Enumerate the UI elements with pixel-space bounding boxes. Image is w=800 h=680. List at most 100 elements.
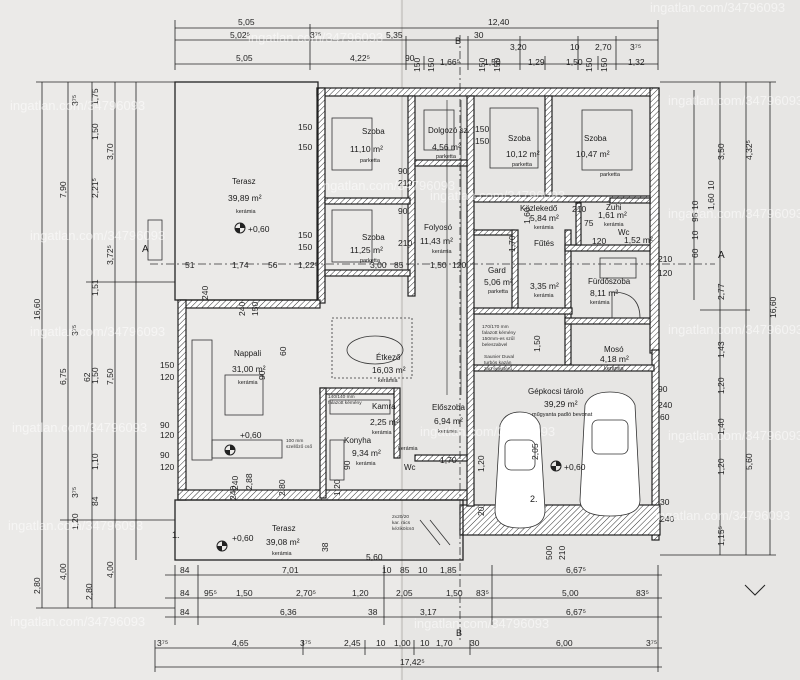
dim-label: 90 [405,53,415,63]
room-name: Kamra [372,402,396,411]
section-markers: A A B B 1. 2. [142,36,766,638]
opening-dim-label: 5,60 [366,552,383,562]
watermark: ingatlan.com/34796093 [30,228,165,243]
opening-dim-label: 90 [342,460,352,470]
dim-label: 1,50 [236,588,253,598]
dim-label: 3⁷⁵ [630,42,641,52]
opening-dim-label: 90 [160,420,170,430]
left-dimensions [36,81,175,609]
dim-label: 17,42⁵ [400,657,425,667]
note-line: falazott kémény [328,400,362,406]
dim-label: 2,70⁵ [296,588,316,598]
dim-label: 3,70 [105,143,115,160]
room-area: 10,47 m² [576,149,610,159]
sink [599,257,637,279]
opening-dim-label: 240 [200,286,210,300]
dim-label: 1,85 [440,565,457,575]
opening-dim-label: 51 [185,260,195,270]
wall [609,197,651,204]
section-label: A [718,250,725,261]
wall [651,349,660,541]
opening-dim-label: 240 [660,514,674,524]
dim-label: 5,35 [386,30,403,40]
note-line: 150mm-es szűl [482,336,515,342]
dim-label: 1,70 [436,638,453,648]
room-material: parketta [600,172,621,178]
opening-dim-label: 60 [278,346,288,356]
level-text: +0,60 [248,224,270,234]
opening-dim-label: 150 [160,360,174,370]
wall [393,387,401,459]
opening-dim-label: 56 [268,260,278,270]
opening-dim-label: 3,00 [370,260,387,270]
room-area: 5,06 m² [484,277,513,287]
dim-label: 60 [690,248,700,258]
dim-label: 1,20 [352,588,369,598]
terrace-steps [147,219,163,261]
dim-label: 38 [368,607,378,617]
dim-label: 6,75 [58,368,68,385]
dim-label: 84 [180,588,190,598]
dim-label: 10 [418,565,428,575]
room-area: 1,52 m² [624,235,653,245]
opening-dim-label: 90 [257,370,267,380]
opening-dim-label: 120 [452,260,466,270]
furniture [147,107,641,546]
room-area: 39,89 m² [228,193,262,203]
section-lines [150,35,715,640]
dim-label: 1,20 [716,458,726,475]
dim-label: 3,20 [510,42,527,52]
room-material: kerámia [604,222,625,228]
car-right [579,391,641,517]
section-label: A [142,244,149,255]
dim-label: 4,22⁵ [350,53,370,63]
dim-label: 10 [570,42,580,52]
dim-label: 5,00 [562,588,579,598]
opening-dim-label: 150 [475,124,489,134]
note-line: zárt égéstérű [484,366,512,372]
opening-dim-label: 150 [298,242,312,252]
annotations: 170/170 mm falazott kémény 150mm-es szűl… [286,324,516,532]
opening-dim-label: 20 [476,506,486,516]
room-area: 3,35 m² [530,281,559,291]
opening-dim-label: 150 [298,230,312,240]
dim-label: 1,32 [628,57,645,67]
walls [174,81,661,561]
room-material: parketta [360,258,381,264]
dim-label: 10 [382,565,392,575]
opening-dim-label: 150 [426,58,436,72]
dim-label: 6,00 [556,638,573,648]
opening-dim-label: 90 [398,166,408,176]
opening-dim-label: 240 [237,302,247,316]
room-area: 9,34 m² [352,448,381,458]
room-name: Gépkocsi tároló [528,387,584,396]
dim-label: 2,77 [716,283,726,300]
room-material: kerámia [432,249,453,255]
room-material: parketta [512,162,533,168]
room-material: kerámia [272,551,293,557]
opening-dim-label: 210 [658,254,672,264]
top-dimensions [174,20,659,70]
left-dim-texts: 16,60 2,80 7,90 6,75 4,00 2,80 3,70 3,72… [32,88,115,600]
room-name: Szoba [508,134,531,143]
wall [316,87,660,97]
car-left [494,411,546,529]
dim-label: 3⁷⁵ [70,325,80,336]
dim-label: 95 [690,212,700,222]
dim-label: 1,29 [528,57,545,67]
opening-dim-label: 500 [544,546,554,560]
dim-label: 1,50 [446,588,463,598]
room-material: kerámia [438,429,459,435]
opening-dim-label: 1,50 [430,260,447,270]
wall [473,307,573,315]
opening-dim-label: 240 [658,400,672,410]
watermark: ingatlan.com/34796093 [430,188,565,203]
opening-dim-label: 1,20 [332,479,342,496]
room-name: Mosó [604,345,624,354]
dim-label: 1,10 [90,453,100,470]
bed [489,107,539,169]
opening-dim-label: 120 [160,430,174,440]
room-name: Nappali [234,349,261,358]
note-line: 2x20/20 [392,514,409,520]
